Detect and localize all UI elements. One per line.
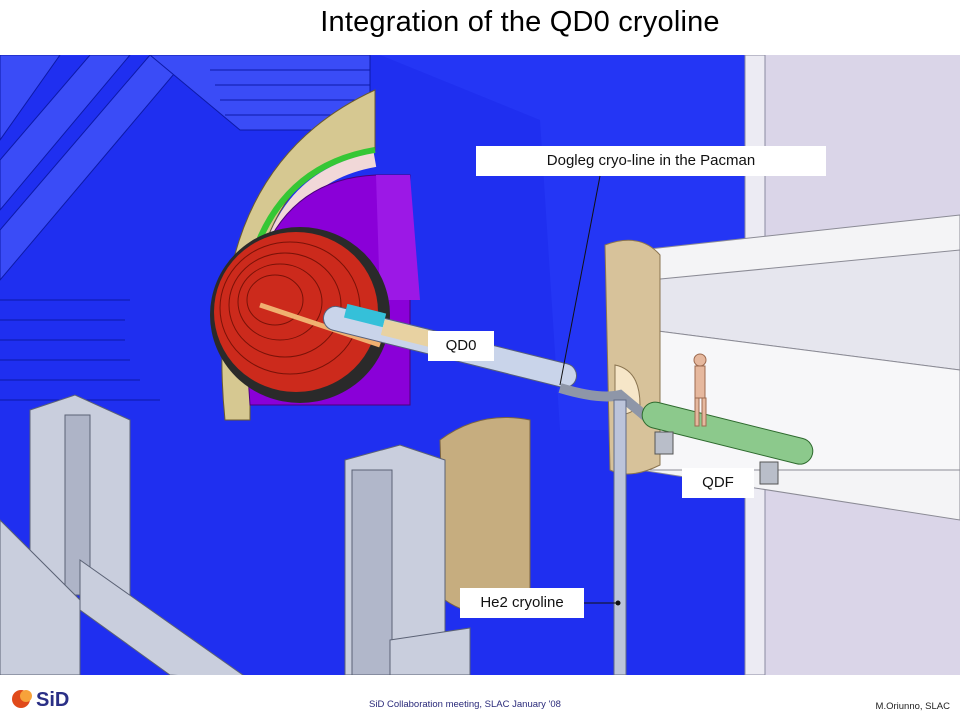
sid-logo: SiD [6,684,86,714]
dogleg-cryoline [558,383,654,424]
support-structures [0,394,471,675]
logo-text: SiD [36,689,69,711]
footer-meeting: SiD Collaboration meeting, SLAC January … [369,699,561,710]
qdf-magnet [641,401,814,465]
human-figure [693,353,707,427]
pacman-shield [604,239,661,475]
label-he2: He2 cryoline [460,588,584,618]
label-qd0: QD0 [428,331,494,361]
footer-author: M.Oriunno, SLAC [875,701,950,712]
yoke-plates-left [0,55,371,281]
slide-title: Integration of the QD0 cryoline [320,6,720,38]
pacman-lower [439,417,531,615]
label-qdf: QDF [682,468,754,498]
he2-cryoline-pipe [613,399,627,675]
label-dogleg: Dogleg cryo-line in the Pacman [476,146,826,176]
